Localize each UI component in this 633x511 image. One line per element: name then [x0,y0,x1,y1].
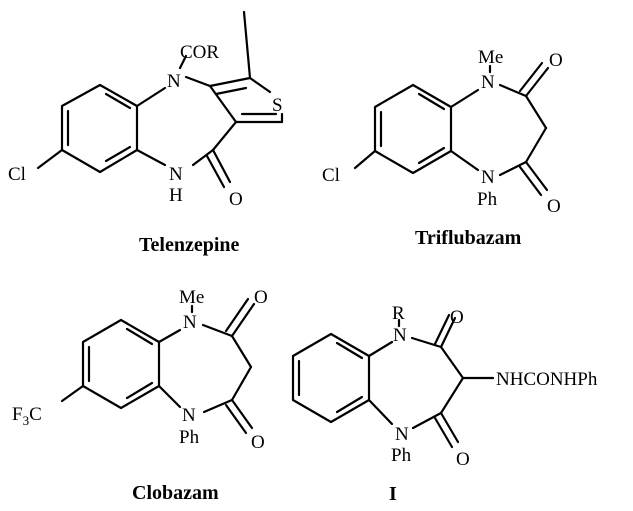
telenzepine-structure: COR N S Cl N H O Telenzepine [8,10,284,256]
compound-i-r-group-label: R [392,303,405,324]
triflubazam-caption: Triflubazam [415,227,522,249]
compound-i-bonds [291,313,495,449]
telenzepine-n-top-label: N [167,71,181,92]
telenzepine-chlorine-label: Cl [8,164,26,185]
clobazam-oxygen-top-label: O [254,287,268,308]
compound-i-phenyl-label: Ph [391,445,412,466]
triflubazam-phenyl-label: Ph [477,189,498,210]
telenzepine-caption: Telenzepine [139,234,239,256]
compound-i-n-bottom-label: N [395,424,409,445]
compound-i-n-top-label: N [393,325,407,346]
clobazam-n-bottom-label: N [182,405,196,426]
clobazam-n-top-label: N [183,312,197,333]
compound-i-oxygen-top-label: O [450,307,464,328]
clobazam-oxygen-bottom-label: O [251,432,265,453]
clobazam-f3-subscript: 3 [23,413,30,428]
compound-i-amide-label: NHCONHPh [496,369,598,390]
triflubazam-oxygen-top-label: O [549,50,563,71]
telenzepine-sulfur-label: S [272,95,283,116]
clobazam-cf3-label: F3C [12,404,42,428]
telenzepine-acyl-label: COR [180,42,219,63]
clobazam-bonds [60,297,256,435]
telenzepine-n-bottom-label: N [169,164,183,185]
clobazam-methyl-label: Me [179,287,204,308]
telenzepine-bonds [36,10,284,189]
clobazam-caption: Clobazam [132,482,219,504]
clobazam-phenyl-label: Ph [179,427,200,448]
telenzepine-hydrogen-label: H [169,185,183,206]
triflubazam-chlorine-label: Cl [322,165,340,186]
clobazam-c-label: C [29,404,42,425]
triflubazam-n-bottom-label: N [481,167,495,188]
triflubazam-oxygen-bottom-label: O [547,196,561,217]
triflubazam-structure: Me N O Cl N Ph O Triflubazam [322,47,563,249]
compound-i-oxygen-bottom-label: O [456,449,470,470]
compound-i-structure: R N O NHCONHPh N Ph O I [291,303,598,505]
triflubazam-n-top-label: N [481,72,495,93]
triflubazam-methyl-label: Me [478,47,503,68]
clobazam-f-label: F [12,404,23,425]
triflubazam-bonds [353,61,550,197]
clobazam-structure: Me N O F3C N Ph O Clobazam [12,287,268,504]
compound-i-caption: I [389,483,397,505]
telenzepine-oxygen-label: O [229,189,243,210]
